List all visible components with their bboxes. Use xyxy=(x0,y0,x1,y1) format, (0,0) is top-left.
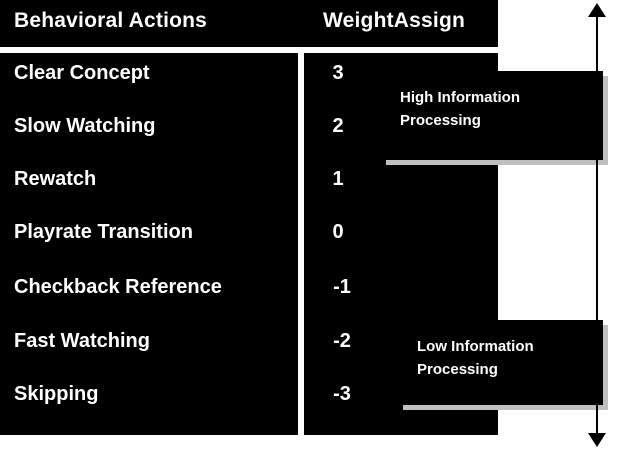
table-row-weight-6: -2 xyxy=(333,330,351,352)
column-header-behavioral-actions: Behavioral Actions xyxy=(14,9,208,32)
table-row-action-5: Checkback Reference xyxy=(14,276,222,298)
table-row-action-1: Clear Concept xyxy=(14,62,150,84)
table-body-actions-column xyxy=(0,53,298,435)
callout-low-line1: Low Information xyxy=(417,338,534,355)
table-row-weight-1: 3 xyxy=(332,62,344,84)
column-header-weightassign: WeightAssign xyxy=(323,9,466,32)
double-arrow-shaft xyxy=(596,14,598,436)
callout-high-line1: High Information xyxy=(400,89,520,106)
table-row-weight-3: 1 xyxy=(332,168,344,190)
table-row-action-6: Fast Watching xyxy=(14,330,150,352)
table-header-row: Behavioral Actions WeightAssign xyxy=(0,0,498,47)
arrow-head-up-icon xyxy=(588,3,606,17)
table-row-action-3: Rewatch xyxy=(14,168,97,190)
callout-high-line2: Processing xyxy=(400,112,481,129)
arrow-head-down-icon xyxy=(588,433,606,447)
table-row-weight-7: -3 xyxy=(333,383,351,405)
table-row-action-2: Slow Watching xyxy=(14,115,156,137)
table-row-weight-5: -1 xyxy=(333,276,351,298)
table-row-weight-4: 0 xyxy=(332,221,344,243)
table-row-action-4: Playrate Transition xyxy=(14,221,193,243)
table-row-action-7: Skipping xyxy=(14,383,99,405)
callout-low-line2: Processing xyxy=(417,361,498,378)
table-row-weight-2: 2 xyxy=(332,115,344,137)
